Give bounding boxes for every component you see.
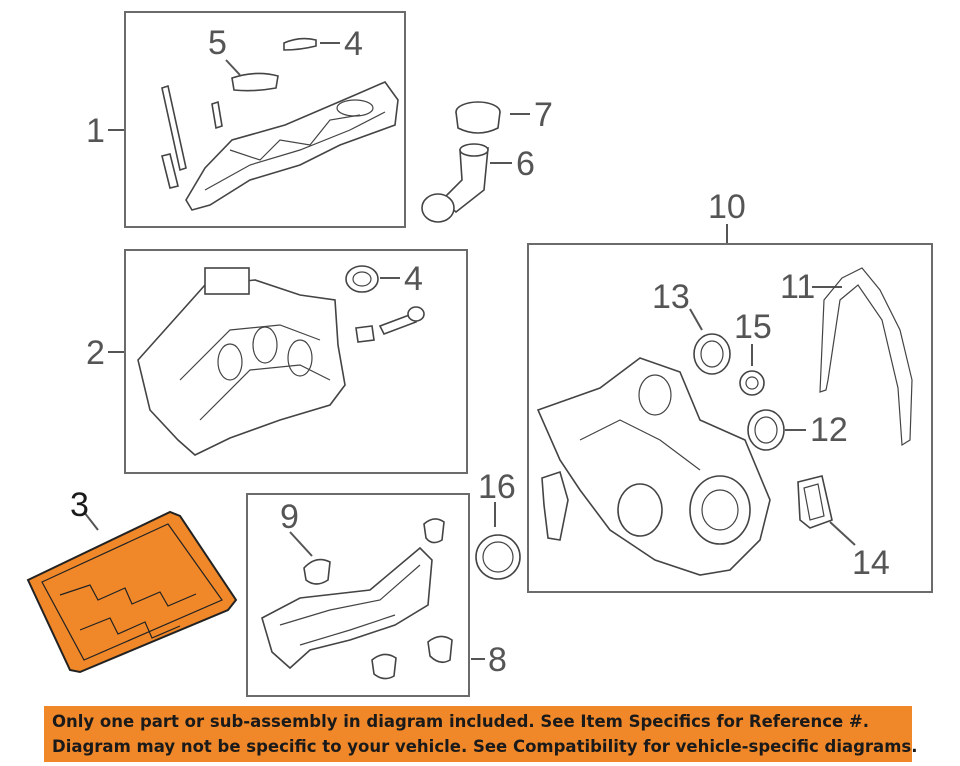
seal-15-part [739,370,765,396]
callout-11: 11 [780,268,816,306]
group-box-timing-cover [527,243,933,593]
group-box-intake-manifold [124,249,468,474]
callout-4-middle: 4 [404,260,423,298]
callout-1: 1 [86,112,105,150]
callout-16: 16 [478,468,516,506]
callout-2: 2 [86,334,105,372]
seal-13-part [693,333,731,375]
seal-12-part [747,409,785,451]
timing-cover-part [536,357,771,576]
callout-5: 5 [208,24,227,62]
group-box-valve-cover [124,11,406,228]
group-box-valley-cover [246,493,470,697]
callout-13: 13 [652,278,690,316]
callout-3: 3 [70,486,89,524]
valve-cover-part [161,37,399,211]
callout-9: 9 [280,498,299,536]
gasket-14-part [797,475,833,529]
callout-15: 15 [734,308,772,346]
disclaimer-line-2: Diagram may not be specific to your vehi… [52,737,918,756]
intake-manifold-part [137,265,425,456]
disclaimer-line-1: Only one part or sub-assembly in diagram… [52,712,870,731]
callout-6: 6 [516,145,535,183]
gasket-part-highlighted [26,510,238,674]
disclaimer-banner: Only one part or sub-assembly in diagram… [44,706,918,762]
callout-4-top: 4 [344,25,363,63]
valley-cover-part [261,518,453,680]
callout-12: 12 [810,411,848,449]
parts-diagram [26,37,913,680]
callout-10: 10 [708,188,746,226]
callout-7: 7 [534,96,553,134]
cover-gasket-11-part [819,267,913,447]
callout-14: 14 [852,544,890,582]
oil-cap-part [455,101,501,134]
oil-filler-tube-part [421,143,489,223]
callout-8: 8 [488,641,507,679]
